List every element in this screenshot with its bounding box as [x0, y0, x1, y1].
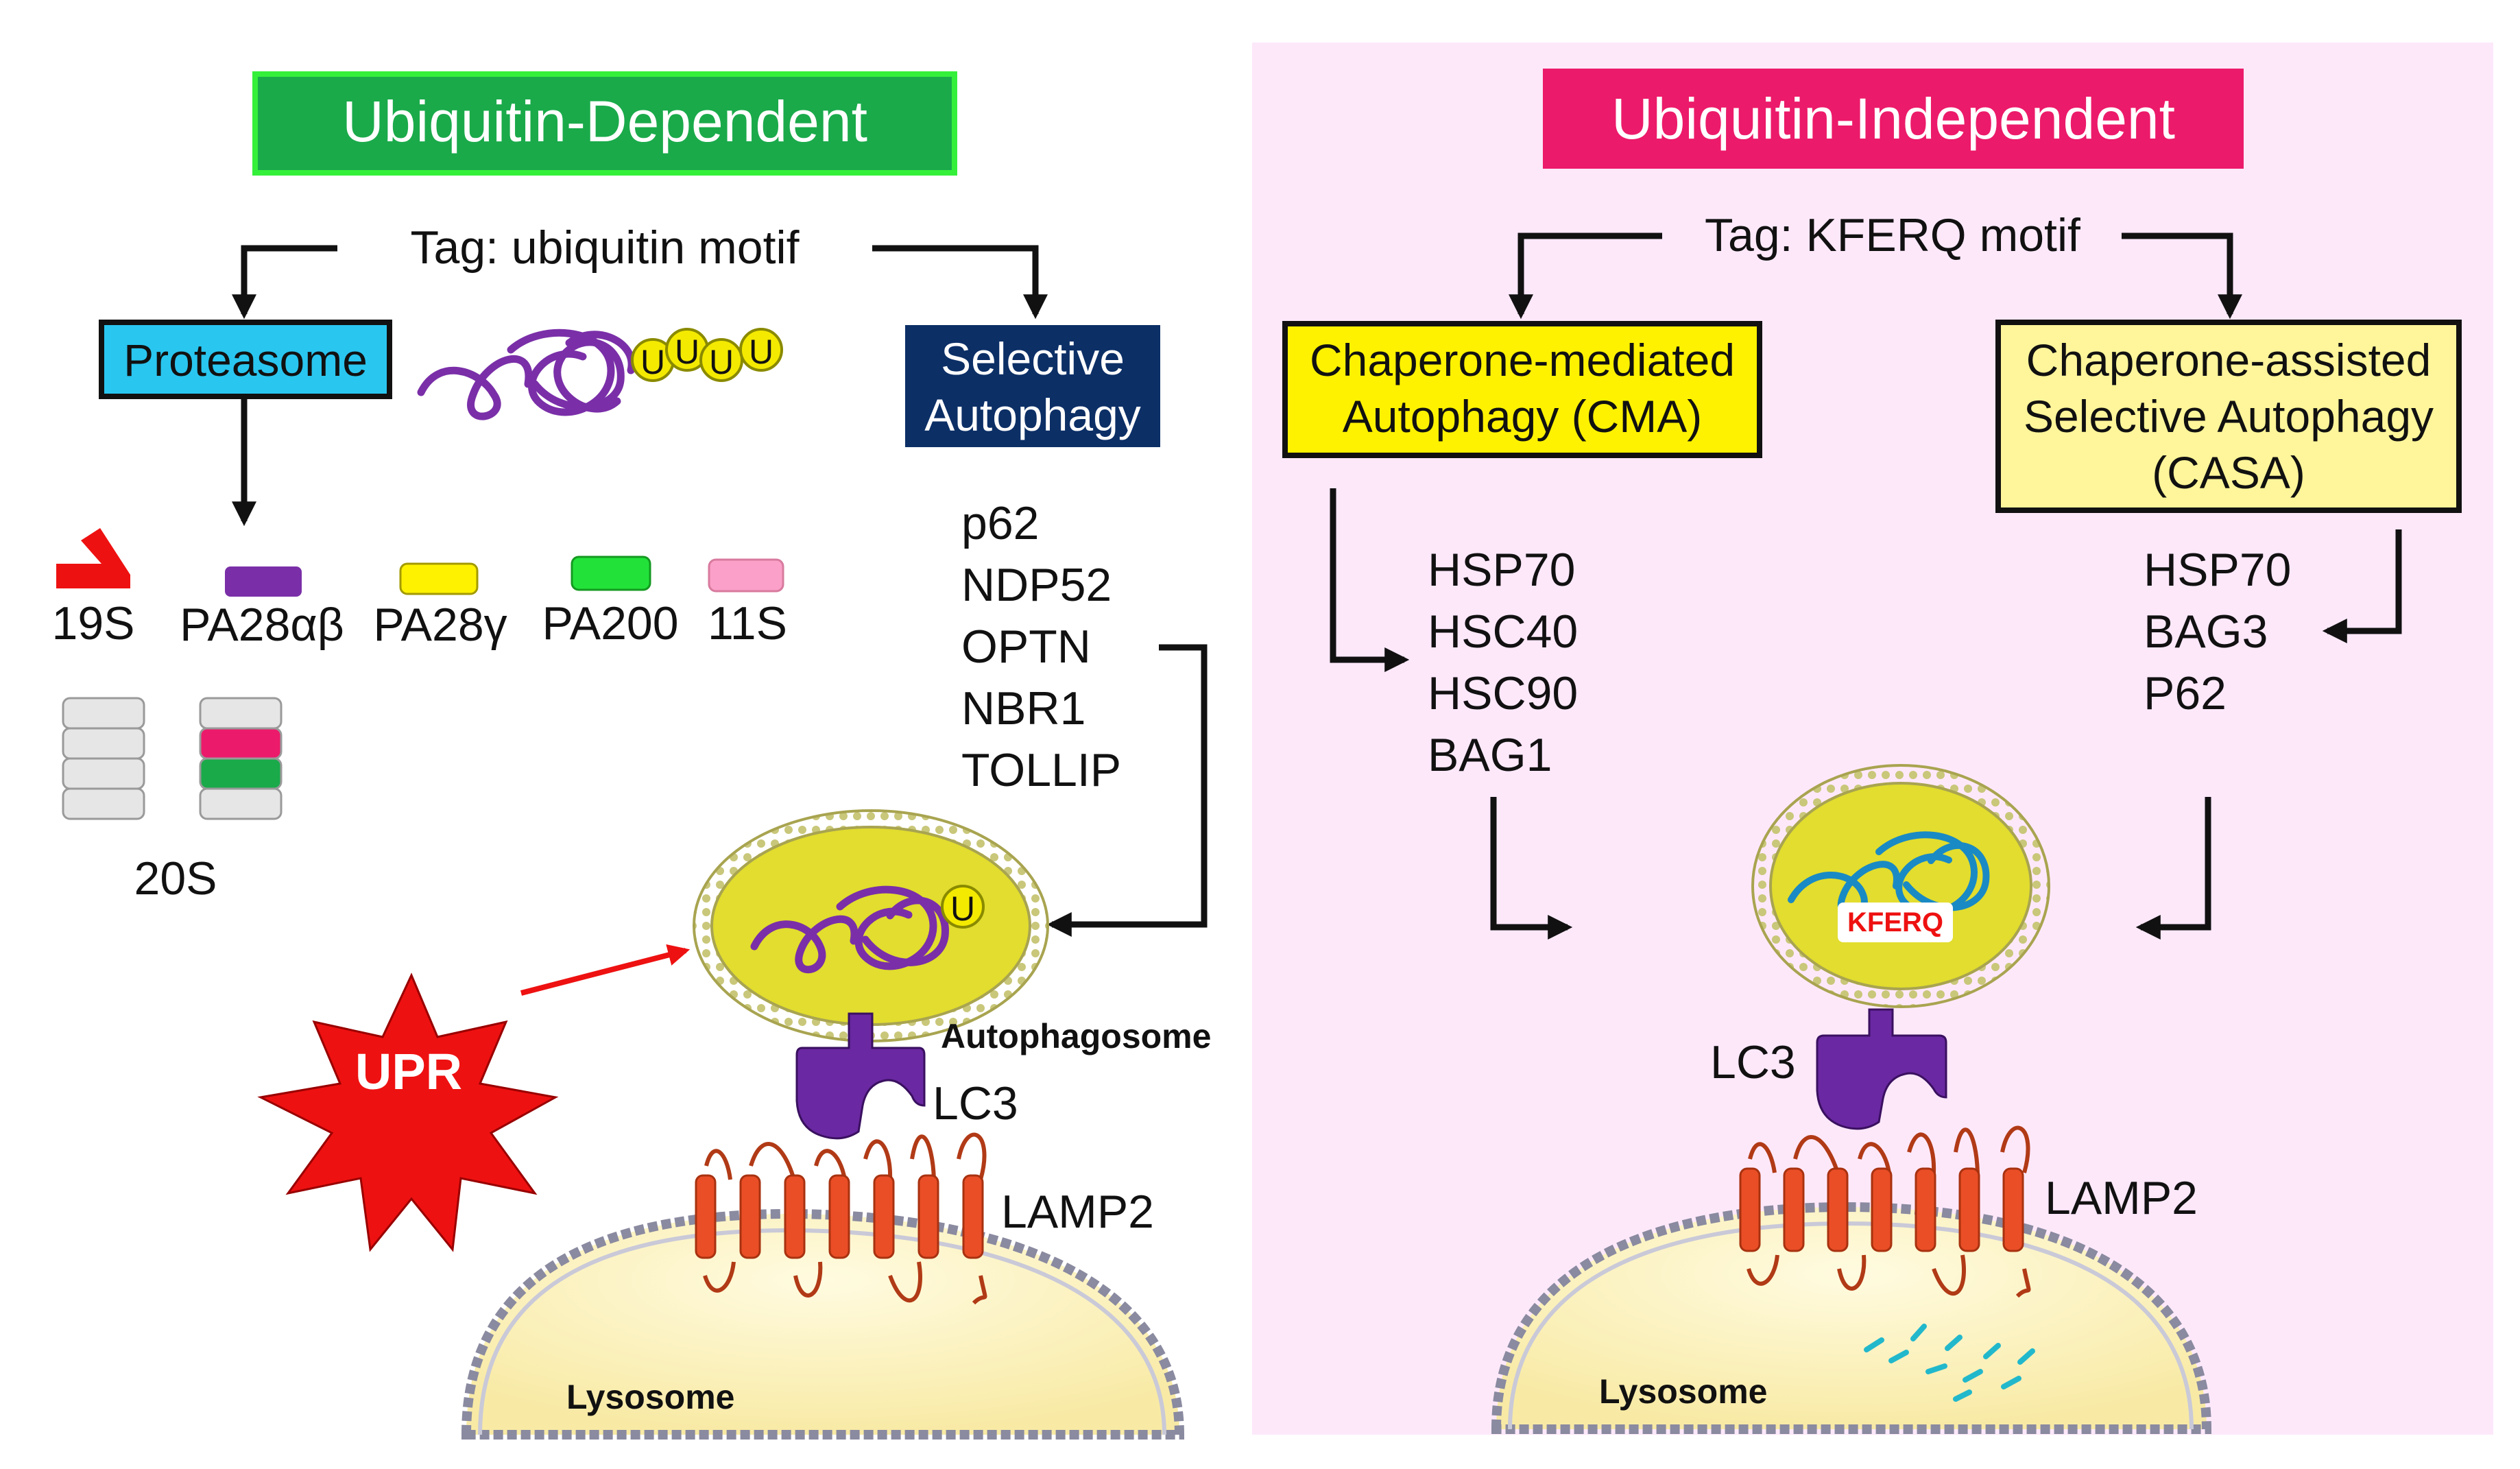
- upr-to-autophagosome-arrow: [520, 944, 691, 996]
- svg-text:U: U: [950, 889, 975, 928]
- upr-label: UPR: [355, 1043, 462, 1100]
- proteasome-label: Proteasome: [123, 335, 368, 385]
- receptor-tollip: TOLLIP: [961, 744, 1121, 796]
- cma-box: [1282, 321, 1762, 458]
- left-lysosome-label: Lysosome: [566, 1378, 734, 1416]
- right-lc3-label: LC3: [1710, 1036, 1796, 1088]
- kferq-tag: [1838, 903, 1953, 942]
- receptor-p62: p62: [961, 497, 1039, 549]
- cma-chaperone-hsp70: HSP70: [1428, 544, 1575, 596]
- autophagosome: U: [693, 809, 1049, 1042]
- casa-to-chaperones-arrow: [2322, 529, 2402, 643]
- cma-to-chaperones-arrow: [1330, 488, 1410, 672]
- tag-to-cma-arrow: [1509, 232, 1662, 320]
- casa-label-line2: Selective Autophagy: [2024, 391, 2434, 442]
- casa-label-line1: Chaperone-assisted: [2026, 335, 2432, 385]
- pa28g-shape: [399, 562, 479, 595]
- receptor-optn: OPTN: [961, 621, 1091, 673]
- protein-coil-icon: [417, 329, 636, 420]
- pa200-shape: [571, 556, 651, 591]
- svg-text:U: U: [709, 343, 734, 381]
- ubiquitin-chain: U U U U: [631, 328, 783, 382]
- selective-autophagy-line1: Selective: [941, 333, 1125, 384]
- tag-to-casa-arrow: [2122, 232, 2242, 320]
- 11s-shape: [708, 558, 784, 593]
- component-19s: 19S: [52, 597, 135, 649]
- cma-chaperone-hsc40: HSC40: [1428, 606, 1578, 658]
- svg-text:U: U: [675, 333, 699, 371]
- casa-chaperone-hsp70: HSP70: [2144, 544, 2291, 596]
- casa-chaperones-to-lysosome-arrow: [2135, 797, 2211, 940]
- left-tag: Tag: ubiquitin motif: [411, 222, 800, 274]
- lamp2-transmembrane-icon: [1739, 1125, 2031, 1298]
- cma-chaperone-hsc90: HSC90: [1428, 667, 1578, 719]
- cma-vesicle: KFERQ: [1751, 764, 2050, 1008]
- selective-autophagy-box: [905, 325, 1160, 447]
- right-tag: Tag: KFERQ motif: [1705, 209, 2080, 261]
- lamp2-transmembrane-icon: [695, 1132, 987, 1305]
- starburst-icon: [257, 972, 559, 1252]
- component-pa200: PA200: [542, 597, 678, 649]
- right-lamp2-label: LAMP2: [2045, 1172, 2198, 1224]
- autophagosome-label: Autophagosome: [941, 1017, 1211, 1055]
- ubiquitin-icon: U: [941, 885, 985, 929]
- component-11s: 11S: [708, 597, 787, 649]
- 19s-cap-shape: [56, 528, 130, 588]
- receptors-to-autophagosome-arrow: [1046, 644, 1208, 937]
- receptor-ndp52: NDP52: [961, 559, 1112, 611]
- peptide-fragments: [1864, 1324, 2035, 1402]
- 20s-core-stack-b: [199, 697, 283, 820]
- left-panel: Ubiquitin-Dependent Tag: ubiquitin motif…: [52, 71, 1211, 1440]
- pa28ab-shape: [225, 566, 302, 597]
- left-lc3-label: LC3: [933, 1077, 1018, 1130]
- kferq-label: KFERQ: [1847, 907, 1943, 937]
- protein-coil-icon: [750, 885, 949, 974]
- cma-chaperones-to-lysosome-arrow: [1490, 797, 1573, 940]
- svg-text:U: U: [749, 333, 773, 371]
- right-panel: Ubiquitin-Independent Tag: KFERQ motif C…: [1282, 69, 2462, 1434]
- casa-chaperone-bag3: BAG3: [2144, 606, 2268, 658]
- component-20s: 20S: [134, 852, 217, 905]
- casa-label-line3: (CASA): [2152, 447, 2305, 498]
- ubiquitin-icon: U: [631, 338, 675, 382]
- left-title-box: [252, 71, 957, 176]
- ubiquitin-icon: U: [665, 328, 709, 372]
- tag-to-autophagy-arrow: [872, 245, 1048, 320]
- cma-chaperone-bag1: BAG1: [1428, 729, 1552, 781]
- cma-label-line1: Chaperone-mediated: [1310, 335, 1735, 385]
- left-lamp2-label: LAMP2: [1001, 1186, 1154, 1238]
- ubiquitin-icon: U: [699, 338, 743, 382]
- proteasome-box: [99, 320, 392, 399]
- component-pa28g: PA28γ: [373, 599, 507, 651]
- cma-label-line2: Autophagy (CMA): [1343, 391, 1703, 442]
- receptor-nbr1: NBR1: [961, 682, 1085, 734]
- left-title: Ubiquitin-Dependent: [342, 89, 867, 154]
- right-lysosome-label: Lysosome: [1599, 1372, 1767, 1411]
- right-title-box: [1543, 69, 2244, 169]
- selective-autophagy-line2: Autophagy: [924, 390, 1141, 440]
- lc3-receptor-icon: [795, 1012, 926, 1140]
- ubiquitin-icon: U: [739, 328, 783, 372]
- lc3-receptor-icon: [1816, 1008, 1947, 1130]
- tag-to-proteasome-arrow: [232, 245, 337, 320]
- 20s-core-stack-a: [62, 697, 145, 820]
- svg-text:U: U: [640, 343, 665, 381]
- component-pa28ab: PA28αβ: [180, 599, 344, 651]
- right-title: Ubiquitin-Independent: [1611, 86, 2175, 151]
- casa-box: [1995, 320, 2462, 513]
- casa-chaperone-p62: P62: [2144, 667, 2227, 719]
